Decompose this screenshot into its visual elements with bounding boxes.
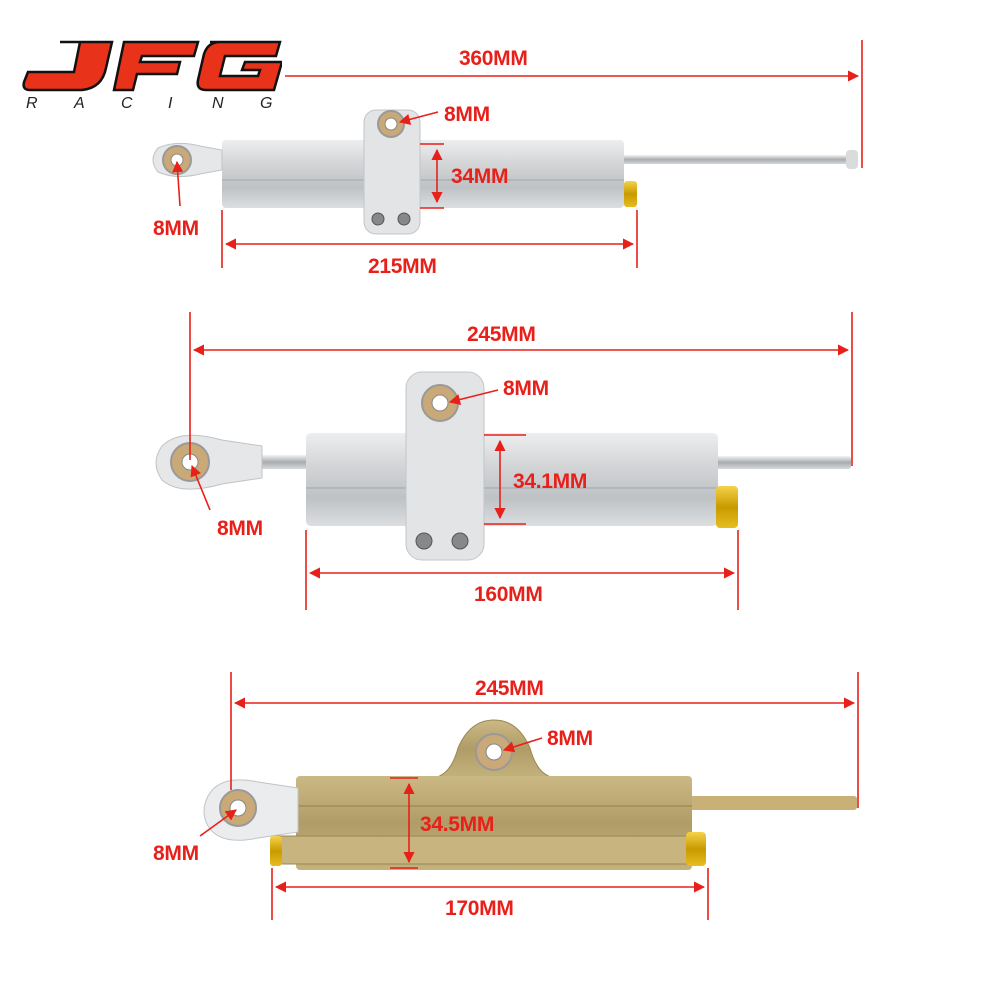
- damper-2-bolt: [451, 532, 469, 550]
- damper-2-body-length-label: 160MM: [474, 583, 543, 606]
- damper-1-rod-tip: [846, 150, 858, 169]
- damper-2-bolt: [415, 532, 433, 550]
- damper-3-body-length-label: 170MM: [445, 897, 514, 920]
- damper-2-overall-length-label: 245MM: [467, 323, 536, 346]
- damper-3-overall-length-label: 245MM: [475, 677, 544, 700]
- damper-3-end-hole-label: 8MM: [153, 842, 199, 865]
- damper-1: [152, 109, 858, 235]
- svg-text:I: I: [168, 95, 196, 112]
- damper-3-adjust-knob: [686, 832, 706, 866]
- damper-2-end-hole-label: 8MM: [217, 517, 263, 540]
- damper-1-bolt: [397, 212, 411, 226]
- damper-2-top-hole-label: 8MM: [503, 377, 549, 400]
- jfg-racing-logo: R A C I N G: [22, 40, 282, 112]
- damper-2-clamp: [405, 371, 485, 561]
- damper-1-rod: [620, 155, 856, 164]
- damper-3-end-cap: [270, 836, 282, 866]
- damper-3-lower-tube: [271, 835, 705, 865]
- logo-letters: [22, 40, 282, 92]
- damper-1-top-hole-label: 8MM: [444, 103, 490, 126]
- damper-2-rod-left: [258, 455, 310, 469]
- damper-3-clamp-height-label: 34.5MM: [420, 813, 495, 836]
- damper-3-top-hole-label: 8MM: [547, 727, 593, 750]
- damper-3: [203, 719, 857, 870]
- damper-1-bolt: [371, 212, 385, 226]
- damper-3-rod: [690, 796, 857, 810]
- damper-2-body: [306, 433, 718, 526]
- damper-2-clamp-height-label: 34.1MM: [513, 470, 588, 493]
- svg-text:G: G: [260, 95, 282, 112]
- damper-1-clamp: [363, 109, 421, 235]
- svg-text:C: C: [121, 95, 157, 112]
- dimension-lines: [172, 40, 863, 920]
- damper-1-clamp-height-label: 34MM: [451, 165, 509, 188]
- damper-1-body: [222, 140, 624, 208]
- damper-2-rod: [715, 456, 851, 469]
- damper-2: [155, 371, 851, 561]
- damper-1-body-length-label: 215MM: [368, 255, 437, 278]
- damper-1-end-hole-label: 8MM: [153, 217, 199, 240]
- damper-2-adjust-knob: [716, 486, 738, 528]
- damper-1-adjust-knob: [624, 181, 637, 207]
- damper-1-overall-length-label: 360MM: [459, 47, 528, 70]
- svg-text:A: A: [73, 95, 109, 112]
- logo-subtitle: R A C I N G: [26, 95, 282, 112]
- svg-text:N: N: [212, 95, 248, 112]
- svg-text:R: R: [26, 95, 62, 112]
